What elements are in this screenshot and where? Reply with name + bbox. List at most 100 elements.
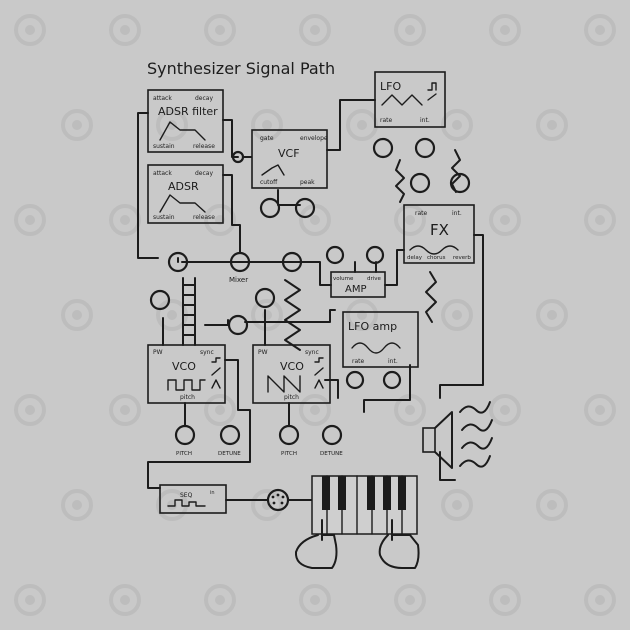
watermark-circle	[14, 204, 46, 236]
watermark-circle	[109, 584, 141, 616]
knob-icon[interactable]	[227, 314, 249, 336]
watermark-circle	[251, 489, 283, 521]
watermark-circle	[109, 394, 141, 426]
vcf-knobs	[259, 197, 316, 219]
watermark-circle	[394, 14, 426, 46]
adsr-filter-attack-label: attack	[153, 95, 172, 102]
knob-icon[interactable]	[365, 245, 385, 265]
knob-icon[interactable]	[449, 172, 471, 194]
vco1-pw-label: PW	[153, 349, 163, 356]
fx-int-label: int.	[452, 210, 462, 217]
lfo-amp-module: LFO amp rate int.	[342, 311, 419, 390]
adsr-decay-label: decay	[195, 170, 213, 177]
lfo-rate-label: rate	[380, 117, 392, 124]
watermark-circle	[204, 14, 236, 46]
midi-connector-icon	[266, 488, 290, 512]
fx-module: rate int. FX delay chorus reverb	[403, 204, 475, 264]
seq-in-label: in	[210, 490, 215, 496]
watermark-circle	[536, 489, 568, 521]
diagram-title: Synthesizer Signal Path	[147, 59, 335, 78]
knob-icon[interactable]	[409, 172, 431, 194]
fx-reverb-label: reverb	[453, 255, 471, 261]
wave-select-icon	[314, 357, 324, 389]
watermark-circle	[441, 299, 473, 331]
watermark-circle	[536, 299, 568, 331]
keyboard-icon	[311, 475, 418, 535]
knob-icon[interactable]	[167, 251, 189, 273]
vco2-pitch-label: pitch	[284, 394, 299, 401]
lfo-int-label: int.	[420, 117, 430, 124]
speaker-icon	[422, 401, 493, 481]
vcf-module: gate envelope VCF cutoff peak	[251, 129, 328, 189]
knob-icon[interactable]	[254, 287, 276, 309]
mixer-module: Mixer	[167, 251, 303, 284]
watermark-circle	[346, 109, 378, 141]
watermark-circle	[584, 14, 616, 46]
knob-icon[interactable]	[219, 424, 241, 446]
vco2-detune-knob-label: DETUNE	[320, 451, 343, 457]
vco2-pitch-knob-label: PITCH	[281, 451, 297, 457]
watermark-circle	[536, 109, 568, 141]
vco1-detune-knob-label: DETUNE	[218, 451, 241, 457]
adsr-filter-module: attack decay ADSR filter sustain release	[147, 89, 224, 153]
watermark-circle	[299, 584, 331, 616]
knob-icon[interactable]	[278, 424, 300, 446]
knob-icon[interactable]	[321, 424, 343, 446]
watermark-circle	[489, 204, 521, 236]
square-wave-icon	[167, 379, 206, 391]
filter-waveform-icon	[261, 164, 285, 176]
knob-icon[interactable]	[174, 424, 196, 446]
jack-icon	[231, 150, 245, 164]
knob-icon[interactable]	[259, 197, 281, 219]
envelope-waveform-icon	[159, 121, 206, 141]
watermark-circle	[109, 14, 141, 46]
lfo-module: LFO rate int.	[374, 71, 446, 128]
knob-icon[interactable]	[345, 370, 365, 390]
watermark-circle	[441, 489, 473, 521]
watermark-circle	[204, 584, 236, 616]
watermark-circle	[394, 584, 426, 616]
adsr-sustain-label: sustain	[153, 214, 175, 221]
vco1-pitch-label: pitch	[180, 394, 195, 401]
adsr-release-label: release	[193, 214, 215, 221]
vcf-envelope-label: envelope	[300, 135, 328, 142]
fx-waveform-icon	[409, 245, 459, 255]
adsr-filter-release-label: release	[193, 143, 215, 150]
watermark-circle	[299, 14, 331, 46]
watermark-circle	[204, 394, 236, 426]
knob-icon[interactable]	[372, 137, 394, 159]
adsr-module: attack decay ADSR sustain release	[147, 164, 224, 224]
knob-icon[interactable]	[294, 197, 316, 219]
watermark-circle	[489, 394, 521, 426]
lfo-amp-rate-label: rate	[352, 358, 364, 365]
watermark-circle	[299, 394, 331, 426]
hand-icon	[378, 519, 420, 569]
vco2-title: VCO	[280, 360, 304, 373]
lfo-waveform-icon	[381, 94, 423, 106]
watermark-circle	[584, 394, 616, 426]
watermark-circle	[441, 109, 473, 141]
watermark-circle	[394, 204, 426, 236]
watermark-circle	[489, 584, 521, 616]
watermark-circle	[14, 394, 46, 426]
knob-icon[interactable]	[382, 370, 402, 390]
sequence-waveform-icon	[167, 499, 206, 507]
fx-knobs	[409, 172, 471, 194]
knob-icon[interactable]	[325, 245, 345, 265]
vco2-module: PW sync VCO pitch PITCH DETUNE	[252, 287, 343, 457]
adsr-title: ADSR	[168, 180, 199, 193]
knob-icon[interactable]	[149, 289, 171, 311]
mixer-knob-icon[interactable]	[229, 251, 251, 273]
watermark-circle	[61, 109, 93, 141]
vcf-title: VCF	[278, 147, 300, 160]
watermark-circle	[251, 109, 283, 141]
adsr-attack-label: attack	[153, 170, 172, 177]
knob-icon[interactable]	[414, 137, 436, 159]
vcf-gate-label: gate	[260, 135, 274, 142]
watermark-circle	[584, 204, 616, 236]
signal-wires	[137, 99, 484, 501]
amp-title: AMP	[345, 284, 367, 295]
knob-icon[interactable]	[281, 251, 303, 273]
vco1-module: PW sync VCO pitch PITCH DETUNE	[147, 289, 249, 457]
